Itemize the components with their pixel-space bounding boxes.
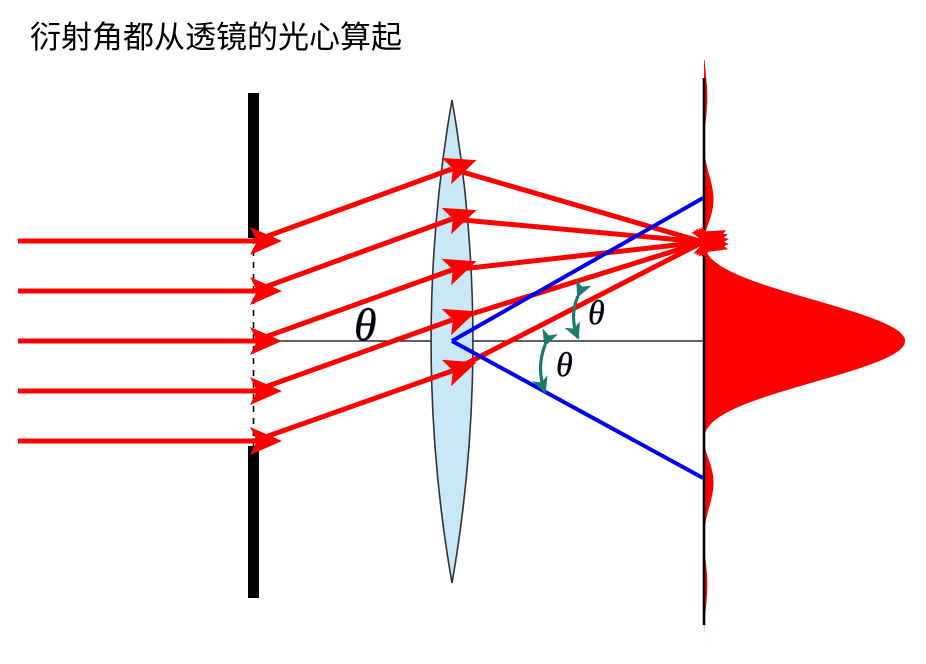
barrier-lower-plate xyxy=(248,446,259,598)
slit-to-lens-rays xyxy=(253,157,477,444)
theta-lower-arc xyxy=(531,328,559,394)
upper-diffraction-direction xyxy=(451,196,704,343)
slit-to-lens-ray-1 xyxy=(253,207,477,294)
lens-to-focus-ray-1 xyxy=(451,216,729,256)
barrier-upper-plate xyxy=(248,93,259,238)
lens-to-focus-ray-2 xyxy=(451,228,729,273)
slit-to-lens-ray-3 xyxy=(253,308,477,394)
slit-to-lens-ray-2 xyxy=(253,258,477,344)
lower-diffraction-direction xyxy=(451,339,704,480)
diffraction-direction-lines xyxy=(451,196,704,480)
lens-to-focus-ray-0 xyxy=(451,166,728,254)
incoming-parallel-rays xyxy=(18,227,282,455)
theta-label-at-lens: θ xyxy=(354,299,377,350)
figure-title: 衍射角都从透镜的光心算起 xyxy=(30,20,402,56)
theta-upper-arc xyxy=(564,279,592,340)
slit-to-lens-ray-4 xyxy=(253,359,477,444)
theta-label-upper: θ xyxy=(588,295,605,332)
diffraction-pattern xyxy=(704,60,905,643)
barrier-with-slit xyxy=(248,93,259,598)
theta-label-lower: θ xyxy=(556,347,573,384)
slit-to-lens-ray-0 xyxy=(253,157,477,244)
angle-indicator-arrows xyxy=(531,279,592,394)
